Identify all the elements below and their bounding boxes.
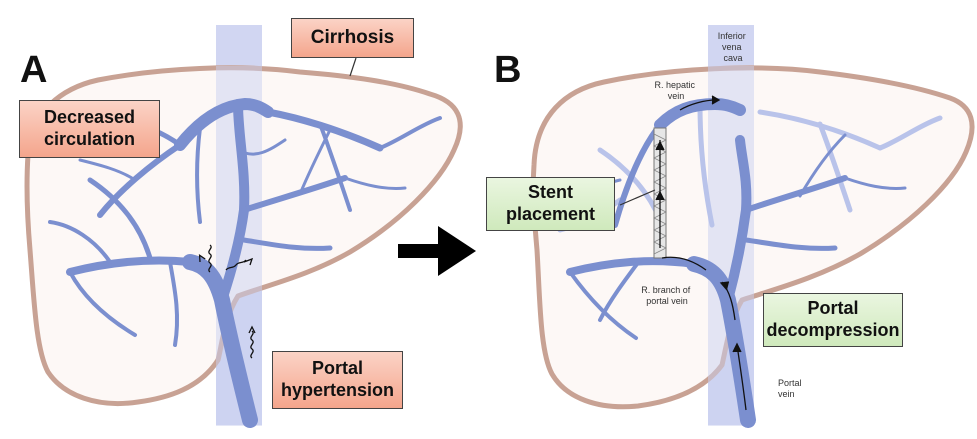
panel-letter-b: B bbox=[494, 49, 521, 91]
callout-portal-decompression: Portal decompression bbox=[763, 293, 903, 347]
label-r-branch-portal-vein: R. branch of portal vein bbox=[641, 285, 693, 306]
transition-arrow bbox=[398, 226, 476, 276]
label-r-hepatic-vein: R. hepatic vein bbox=[654, 80, 697, 101]
callout-portal-hypertension-text: Portal hypertension bbox=[280, 358, 395, 400]
panel-letter-a: A bbox=[20, 49, 47, 91]
cirrhosis-leader-line bbox=[349, 57, 357, 77]
callout-portal-hypertension: Portal hypertension bbox=[272, 351, 403, 409]
callout-cirrhosis-text: Cirrhosis bbox=[310, 26, 395, 48]
callout-stent-placement: Stent placement bbox=[486, 177, 615, 231]
flow-arrows-b bbox=[655, 95, 747, 411]
callout-portal-decompression-text: Portal decompression bbox=[766, 298, 900, 340]
turbulent-flow-arrows-a bbox=[198, 244, 256, 359]
callout-stent-placement-text: Stent placement bbox=[505, 182, 596, 224]
callout-cirrhosis: Cirrhosis bbox=[291, 18, 414, 58]
callout-decreased-circulation: Decreased circulation bbox=[19, 100, 160, 158]
callout-decreased-circulation-text: Decreased circulation bbox=[43, 107, 136, 149]
label-portal-vein: Portal vein bbox=[778, 378, 804, 399]
panel-b: Inferior vena cava R. hepatic vein R. br… bbox=[494, 25, 975, 428]
stent-leader-line bbox=[619, 189, 656, 206]
label-inferior-vena-cava: Inferior vena cava bbox=[718, 31, 749, 63]
veins-a bbox=[48, 98, 442, 428]
